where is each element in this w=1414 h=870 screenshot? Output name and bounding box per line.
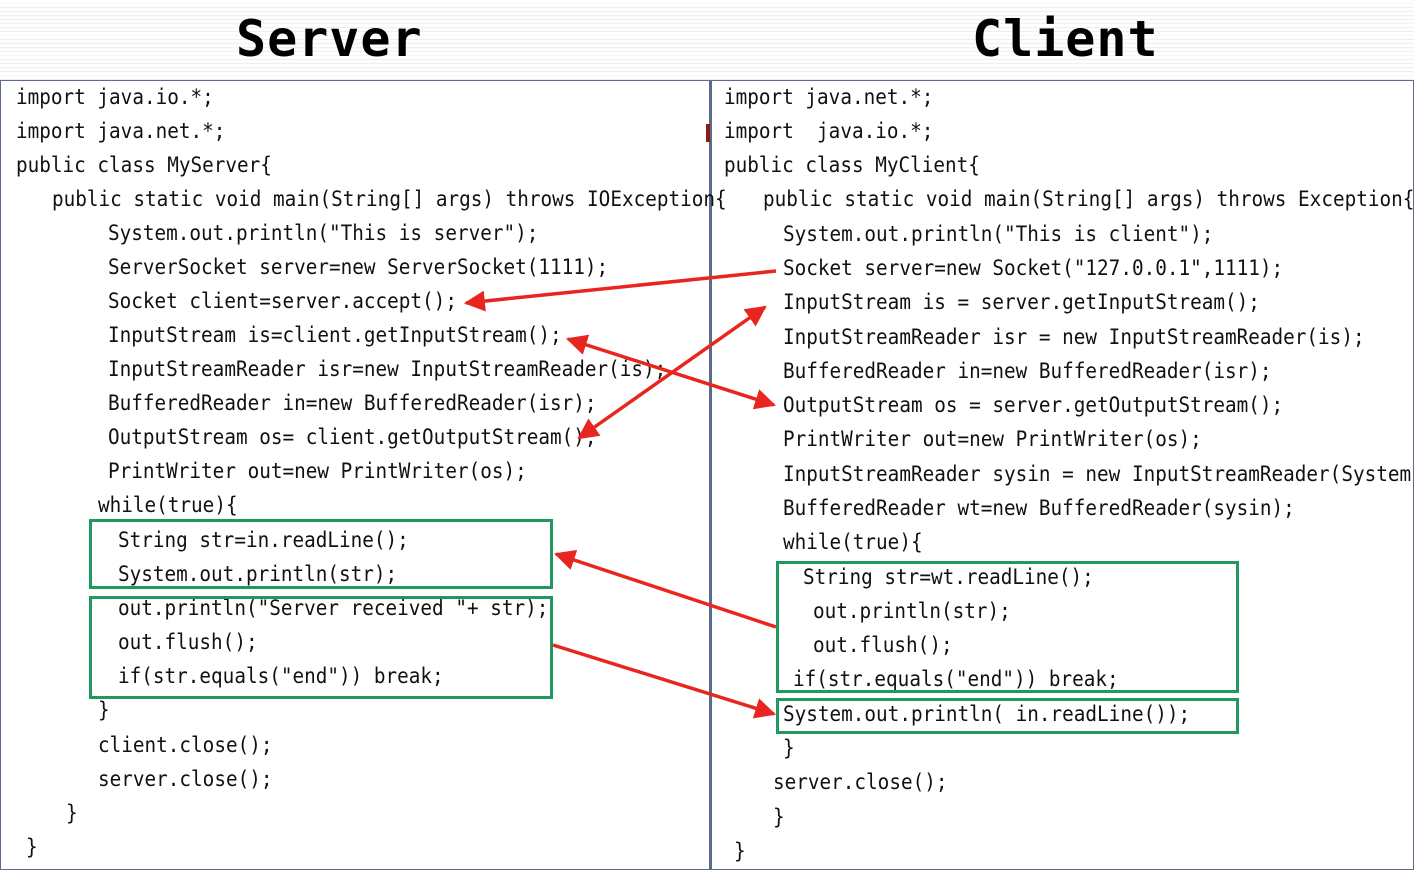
client-heading: Client [972,10,1159,68]
client-code-line: System.out.println( in.readLine()); [783,702,1191,726]
client-code-line: server.close(); [773,770,948,794]
server-code-line: BufferedReader in=new BufferedReader(isr… [108,391,597,415]
client-code-line: public static void main(String[] args) t… [763,187,1414,211]
server-code-line: client.close(); [98,733,273,757]
client-code-line: InputStream is = server.getInputStream()… [783,290,1260,314]
panel-divider-mark [706,124,710,142]
client-code-line: out.println(str); [813,599,1011,623]
server-code-line: public static void main(String[] args) t… [52,187,727,211]
server-code-line: } [66,801,78,825]
server-code-line: String str=in.readLine(); [118,528,409,552]
client-code-line: InputStreamReader isr = new InputStreamR… [783,325,1365,349]
client-send-box [776,561,1239,693]
client-code-line: PrintWriter out=new PrintWriter(os); [783,427,1202,451]
client-code-line: System.out.println("This is client"); [783,222,1214,246]
server-code-line: server.close(); [98,767,273,791]
client-code-panel [710,80,1414,870]
client-code-line: InputStreamReader sysin = new InputStrea… [783,462,1414,486]
client-code-line: import java.io.*; [724,119,934,143]
client-code-line: BufferedReader in=new BufferedReader(isr… [783,359,1272,383]
client-code-line: String str=wt.readLine(); [803,565,1094,589]
server-code-line: OutputStream os= client.getOutputStream(… [108,425,597,449]
server-code-panel [0,80,710,870]
client-code-line: } [773,805,785,829]
server-code-line: PrintWriter out=new PrintWriter(os); [108,459,527,483]
server-read-box [89,519,553,589]
server-code-line: System.out.println("This is server"); [108,221,539,245]
client-code-line: OutputStream os = server.getOutputStream… [783,393,1284,417]
client-code-line: if(str.equals("end")) break; [793,667,1119,691]
server-code-line: } [98,698,110,722]
server-code-line: import java.net.*; [16,119,226,143]
server-heading: Server [236,10,423,68]
client-code-line: public class MyClient{ [724,153,980,177]
server-code-line: InputStream is=client.getInputStream(); [108,323,562,347]
server-code-line: out.flush(); [118,630,258,654]
client-code-line: } [783,736,795,760]
client-receive-box [776,698,1239,734]
server-code-line: import java.io.*; [16,85,214,109]
server-code-line: } [26,835,38,859]
server-code-line: if(str.equals("end")) break; [118,664,444,688]
server-code-line: ServerSocket server=new ServerSocket(111… [108,255,609,279]
client-code-line: } [734,839,746,863]
server-code-line: while(true){ [98,493,238,517]
server-code-line: public class MyServer{ [16,153,272,177]
server-code-line: Socket client=server.accept(); [108,289,457,313]
client-code-line: BufferedReader wt=new BufferedReader(sys… [783,496,1295,520]
client-code-line: out.flush(); [813,633,953,657]
server-reply-box [89,596,553,699]
client-code-line: import java.net.*; [724,85,934,109]
client-code-line: while(true){ [783,530,923,554]
server-code-line: InputStreamReader isr=new InputStreamRea… [108,357,667,381]
client-code-line: Socket server=new Socket("127.0.0.1",111… [783,256,1284,280]
server-code-line: System.out.println(str); [118,562,398,586]
server-code-line: out.println("Server received "+ str); [118,596,549,620]
